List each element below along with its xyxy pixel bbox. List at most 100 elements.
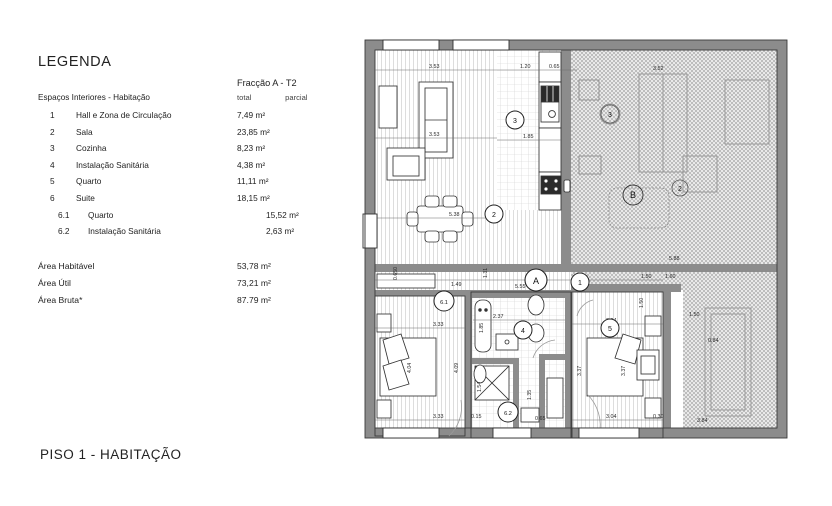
legend-room-name: Hall e Zona de Circulação — [76, 110, 172, 120]
legend-room-row: 5 Quarto 11,11 m² — [38, 176, 338, 193]
legend-room-number: 2 — [50, 126, 55, 137]
legend-room-name: Quarto — [76, 176, 102, 187]
dim-banho-5: 0.65 — [535, 416, 546, 422]
dim-top-1: 3.53 — [429, 64, 440, 70]
sala-furniture — [378, 81, 474, 243]
cozinha-fittings — [538, 51, 571, 211]
column-header-parcial: parcial — [285, 93, 308, 102]
room-marker-suite-is: 6.2 — [504, 411, 512, 417]
fraction-marker-b: B — [630, 190, 636, 200]
dim-sala-2: 5.38 — [449, 212, 460, 218]
legend-area-name: Área Habitável — [38, 261, 95, 271]
legend-room-name: Instalação Sanitária — [76, 159, 149, 170]
dim-top-2: 1.20 — [520, 64, 531, 70]
legend-room-number: 6.2 — [58, 226, 70, 237]
suite-bedroom-furniture — [376, 273, 437, 419]
dim-suite-4: 4.09 — [454, 363, 460, 373]
dim-suite-8: 0.15 — [471, 414, 482, 420]
room-marker-b-sala: 2 — [678, 186, 682, 193]
dim-top-3: 0.65 — [549, 64, 560, 70]
legend-area-name: Área Útil — [38, 278, 71, 288]
legend-area-name: Área Bruta* — [38, 295, 83, 305]
dim-q5-6: 0.30 — [653, 414, 664, 420]
room-marker-suite-quarto: 6.1 — [440, 300, 448, 306]
room-marker-hall: 1 — [578, 280, 582, 287]
legend-room-row: 1 Hall e Zona de Circulação 7,49 m² — [38, 110, 338, 127]
legend-fraction-header: Fracção A - T2 — [237, 78, 297, 88]
legend-room-total: 18,15 m² — [237, 192, 270, 203]
dim-q5-3: 3.37 — [577, 366, 583, 376]
legend-room-name: Suite — [76, 192, 95, 203]
room-marker-b-cozinha: 3 — [608, 112, 612, 119]
legend-room-row: 6.1 Quarto 15,52 m² — [38, 210, 338, 227]
floor-plan-drawing: B 2 3 3.52 5.88 0.84 3.84 1.50 — [353, 28, 803, 450]
legend-block: LEGENDA Espaços Interiores - Habitação F… — [38, 54, 338, 305]
dim-hall-1: 5.55 — [515, 284, 526, 290]
dim-suite-6: 1.31 — [483, 268, 489, 278]
column-header-total: total — [237, 93, 252, 102]
room-marker-quarto: 5 — [608, 326, 612, 333]
quarto-5-furniture — [586, 315, 662, 419]
room-marker-cozinha: 3 — [513, 118, 517, 125]
fraction-marker-a: A — [533, 276, 539, 286]
legend-room-list: 1 Hall e Zona de Circulação 7,49 m² 2 Sala 23… — [38, 110, 338, 243]
openings — [362, 39, 640, 439]
legend-room-row: 6.2 Instalação Sanitária 2,63 m² — [38, 226, 338, 243]
legend-room-name: Quarto — [88, 209, 114, 220]
room-marker-sala: 2 — [492, 212, 496, 219]
adjacent-unit-b: B 2 3 3.52 5.88 0.84 3.84 1.50 — [571, 46, 787, 438]
legend-title: LEGENDA — [38, 54, 112, 70]
dim-q5-5: 1.50 — [639, 298, 645, 308]
dim-b-top: 3.52 — [653, 66, 664, 72]
dim-suite-7: 0.650 — [393, 267, 399, 280]
dim-b-bottom: 5.88 — [669, 256, 680, 262]
dim-banho-1: 2.37 — [493, 314, 504, 320]
legend-room-row: 3 Cozinha 8,23 m² — [38, 143, 338, 160]
legend-room-name: Cozinha — [76, 143, 107, 154]
dim-banho-2: 1.85 — [479, 323, 485, 333]
legend-room-total: 8,23 m² — [237, 143, 266, 154]
legend-section-label: Espaços Interiores - Habitação — [38, 93, 150, 102]
legend-room-number: 3 — [50, 143, 55, 154]
dim-hall-2: 1.50 — [641, 274, 652, 280]
dim-hall-3: 1.60 — [665, 274, 676, 280]
legend-room-parcial: 2,63 m² — [266, 226, 295, 237]
room-marker-banho: 4 — [521, 328, 525, 335]
dim-q5-4: 3.37 — [621, 366, 627, 376]
dim-suite-5: 1.49 — [451, 282, 462, 288]
legend-room-name: Instalação Sanitária — [88, 226, 161, 237]
legend-room-total: 7,49 m² — [237, 110, 266, 120]
legend-area-row: Área Útil 73,21 m² — [38, 278, 338, 295]
legend-area-value: 87.79 m² — [237, 295, 271, 305]
dim-sala-1: 3.53 — [429, 132, 440, 138]
dim-banho-3: 1.54 — [477, 382, 483, 392]
dim-banho-4: 1.35 — [527, 390, 533, 400]
legend-column-headers: total parcial — [237, 93, 308, 102]
legend-area-row: Área Habitável 53,78 m² — [38, 261, 338, 278]
legend-room-total: 4,38 m² — [237, 159, 266, 170]
dim-suite-3: 4.04 — [407, 363, 413, 373]
dim-b-right-3: 1.50 — [689, 312, 700, 318]
dim-suite-2: 3.33 — [433, 414, 444, 420]
dim-b-right-2: 3.84 — [697, 418, 708, 424]
bathroom-4-fittings — [473, 294, 564, 423]
legend-room-number: 1 — [50, 110, 55, 120]
legend-room-parcial: 15,52 m² — [266, 209, 299, 220]
dim-b-right-1: 0.84 — [708, 338, 719, 344]
legend-room-total: 23,85 m² — [237, 126, 270, 137]
dim-sala-3: 1.85 — [523, 134, 534, 140]
legend-room-row: 2 Sala 23,85 m² — [38, 127, 338, 144]
legend-room-number: 5 — [50, 176, 55, 187]
legend-room-number: 6.1 — [58, 209, 70, 220]
legend-area-row: Área Bruta* 87.79 m² — [38, 295, 338, 312]
legend-area-value: 53,78 m² — [237, 261, 271, 271]
room-markers: 3 2 1 4 5 6.1 6.2 A — [433, 110, 620, 423]
sheet-caption: PISO 1 - HABITAÇÃO — [40, 447, 182, 462]
legend-room-name: Sala — [76, 126, 93, 137]
legend-room-number: 4 — [50, 159, 55, 170]
legend-area-value: 73,21 m² — [237, 278, 271, 288]
legend-room-total: 11,11 m² — [237, 176, 269, 187]
